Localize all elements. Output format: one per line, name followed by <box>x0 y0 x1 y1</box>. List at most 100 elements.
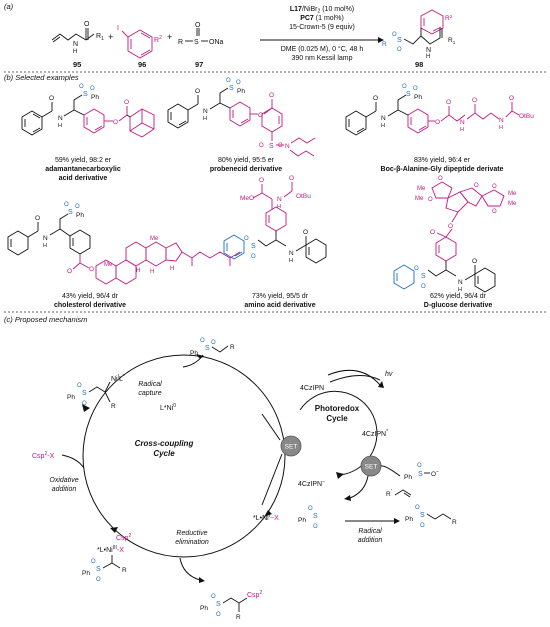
hv-arrow-out <box>327 369 381 386</box>
atom-o: O <box>421 284 426 290</box>
atom-o: O <box>96 577 101 583</box>
atom-o: O <box>236 80 241 86</box>
r-label: R <box>236 614 241 621</box>
r-label: R <box>230 344 235 351</box>
o-minus: O− <box>431 469 439 478</box>
atom-o: O <box>82 401 87 407</box>
atom-n: N <box>381 115 386 122</box>
me-label: Me <box>417 186 426 192</box>
ph-label: Ph <box>190 350 198 357</box>
example-1-structure: O N H S O O Ph O O <box>21 84 155 138</box>
condition-line-3: 15-Crown-5 (9 equiv) <box>289 24 355 31</box>
set-label: SET <box>365 464 378 471</box>
atom-o: O <box>90 86 95 92</box>
ph-label: Ph <box>91 94 99 101</box>
r2-label: R2 <box>445 14 453 22</box>
atom-o: O <box>113 119 118 126</box>
ni0-label: L*Ni0 <box>160 403 176 412</box>
r1-label: R1 <box>448 37 456 45</box>
me-label: Me <box>508 191 517 197</box>
atom-o: O <box>313 524 318 530</box>
atom-o: O <box>91 559 96 565</box>
compound-96: I R2 <box>117 25 162 59</box>
sulfinate-ona: ONa <box>209 39 224 46</box>
plus-1: + <box>108 32 113 42</box>
otbu-label: OtBu <box>296 193 311 200</box>
atom-o: O <box>438 176 443 182</box>
atom-h: H <box>499 125 503 131</box>
czipn-minus: 4CzIPN− <box>298 479 325 488</box>
reductive-label-1: Reductive <box>176 530 207 537</box>
me-label: Me <box>104 262 113 268</box>
oxidative-arrow <box>61 454 85 469</box>
atom-h: H <box>43 243 47 249</box>
atom-o: O <box>258 112 263 119</box>
ph-label: Ph <box>67 394 75 401</box>
atom-s: S <box>313 513 318 520</box>
r-label: R <box>122 567 127 574</box>
csp2x-reagent: Csp2-X <box>32 451 55 460</box>
atom-o: O <box>414 266 419 272</box>
label-96: 96 <box>138 60 146 69</box>
condition-line-4: DME (0.025 M), 0 °C, 48 h <box>281 45 364 53</box>
set-node-right: SET <box>360 455 382 477</box>
example-6-structure: Me Me O O O O O Me Me O O S O O N H O <box>393 176 517 293</box>
label-95: 95 <box>73 60 81 69</box>
czipn-top: 4CzIPN <box>300 385 324 392</box>
example-5-name: amino acid derivative <box>244 302 315 309</box>
example-1-name: adamantanecarboxylic <box>45 166 121 173</box>
atom-s: S <box>420 512 425 519</box>
compound-98: R2 S O O R N H R1 <box>382 9 456 60</box>
example-3-yield: 83% yield, 96:4 er <box>414 157 471 164</box>
example-6-name: D-glucose derivative <box>424 302 493 309</box>
h-label: H <box>136 268 140 274</box>
atom-s: S <box>216 601 221 608</box>
atom-n: N <box>73 41 78 48</box>
set-link-ni <box>261 413 281 441</box>
ph-label: Ph <box>76 212 84 219</box>
atom-o: O <box>67 268 72 275</box>
example-5-yield: 73% yield, 95/5 dr <box>252 293 309 300</box>
me-label: Me <box>415 196 424 202</box>
atom-o: O <box>269 92 274 99</box>
atom-o: O <box>509 95 514 102</box>
panel-b-label: (b) Selected examples <box>4 73 79 82</box>
condition-line-2: PC7 (1 mol%) <box>300 15 344 22</box>
example-4-structure: O N H S O O Ph O O Me H H Me H <box>7 202 241 285</box>
r-prime: R' <box>386 489 392 498</box>
atom-h: H <box>458 287 462 293</box>
alkyl-radical: S O O Ph R <box>405 505 457 529</box>
example-1-yield: 59% yield, 98:2 er <box>55 157 112 164</box>
hv-label: hv <box>385 371 393 378</box>
atom-o: O <box>64 202 69 208</box>
radical-capture-arrow <box>182 354 204 368</box>
set-label: SET <box>285 444 298 451</box>
me-label: Me <box>150 236 159 242</box>
set-node-left: SET <box>280 435 302 457</box>
atom-n: N <box>458 279 463 286</box>
atom-h: H <box>381 123 385 129</box>
atom-o: O <box>448 223 453 230</box>
sulfinate-arrow <box>380 465 401 477</box>
oxidative-label-1: Oxidative <box>49 477 78 484</box>
atom-o: O <box>413 86 418 92</box>
atom-o: O <box>472 258 477 265</box>
atom-o: O <box>397 47 402 53</box>
atom-s: S <box>397 37 402 44</box>
meo-label: MeO <box>240 195 254 202</box>
atom-o: O <box>417 463 422 469</box>
atom-o: O <box>259 177 264 184</box>
atom-n: N <box>43 235 48 242</box>
atom-o: O <box>124 99 129 106</box>
example-5-structure: MeO O N H O OtBu S O O N H O <box>223 175 327 264</box>
atom-s: S <box>421 273 426 280</box>
atom-o: O <box>79 84 84 90</box>
example-3-structure: O N H S O O Ph O O N H O N H O OtBu <box>345 84 534 136</box>
atom-o: O <box>259 143 264 149</box>
reductive-label-2: elimination <box>175 539 209 546</box>
csp2-label: Csp2 <box>116 533 131 542</box>
atom-s: S <box>269 143 274 150</box>
atom-o: O <box>75 204 80 210</box>
coupled-product: S O O Ph Csp2 R <box>200 590 262 621</box>
